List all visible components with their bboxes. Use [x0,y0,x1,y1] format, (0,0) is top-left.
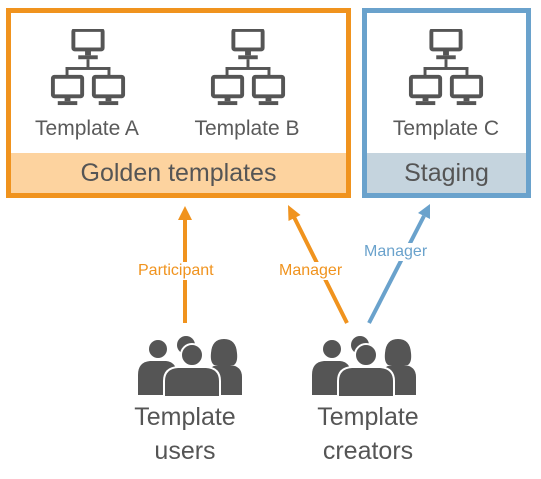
manager-staging-arrow [367,204,430,324]
template-users-line2: users [154,437,216,465]
template-users-line1: Template [134,403,236,431]
manager-golden-label: Manager [277,262,345,280]
template-c-label: Template C [392,117,500,140]
template-users-label: Template users [110,400,260,468]
template-users-people-icon [137,335,243,397]
manager-staging-label: Manager [362,243,430,261]
golden-templates-band: Golden templates [11,153,346,193]
staging-group: Template C Staging [362,8,531,198]
template-creators-line1: Template [317,403,419,431]
template-creators-line2: creators [322,437,414,465]
participant-label: Participant [136,262,216,280]
staging-band: Staging [367,153,526,193]
golden-templates-group: Template A Template B Golden templates [6,8,351,198]
template-creators-label: Template creators [288,400,448,468]
template-creators-people-icon [311,335,417,397]
template-a-label: Template A [35,117,139,140]
template-b-label: Template B [194,117,300,140]
